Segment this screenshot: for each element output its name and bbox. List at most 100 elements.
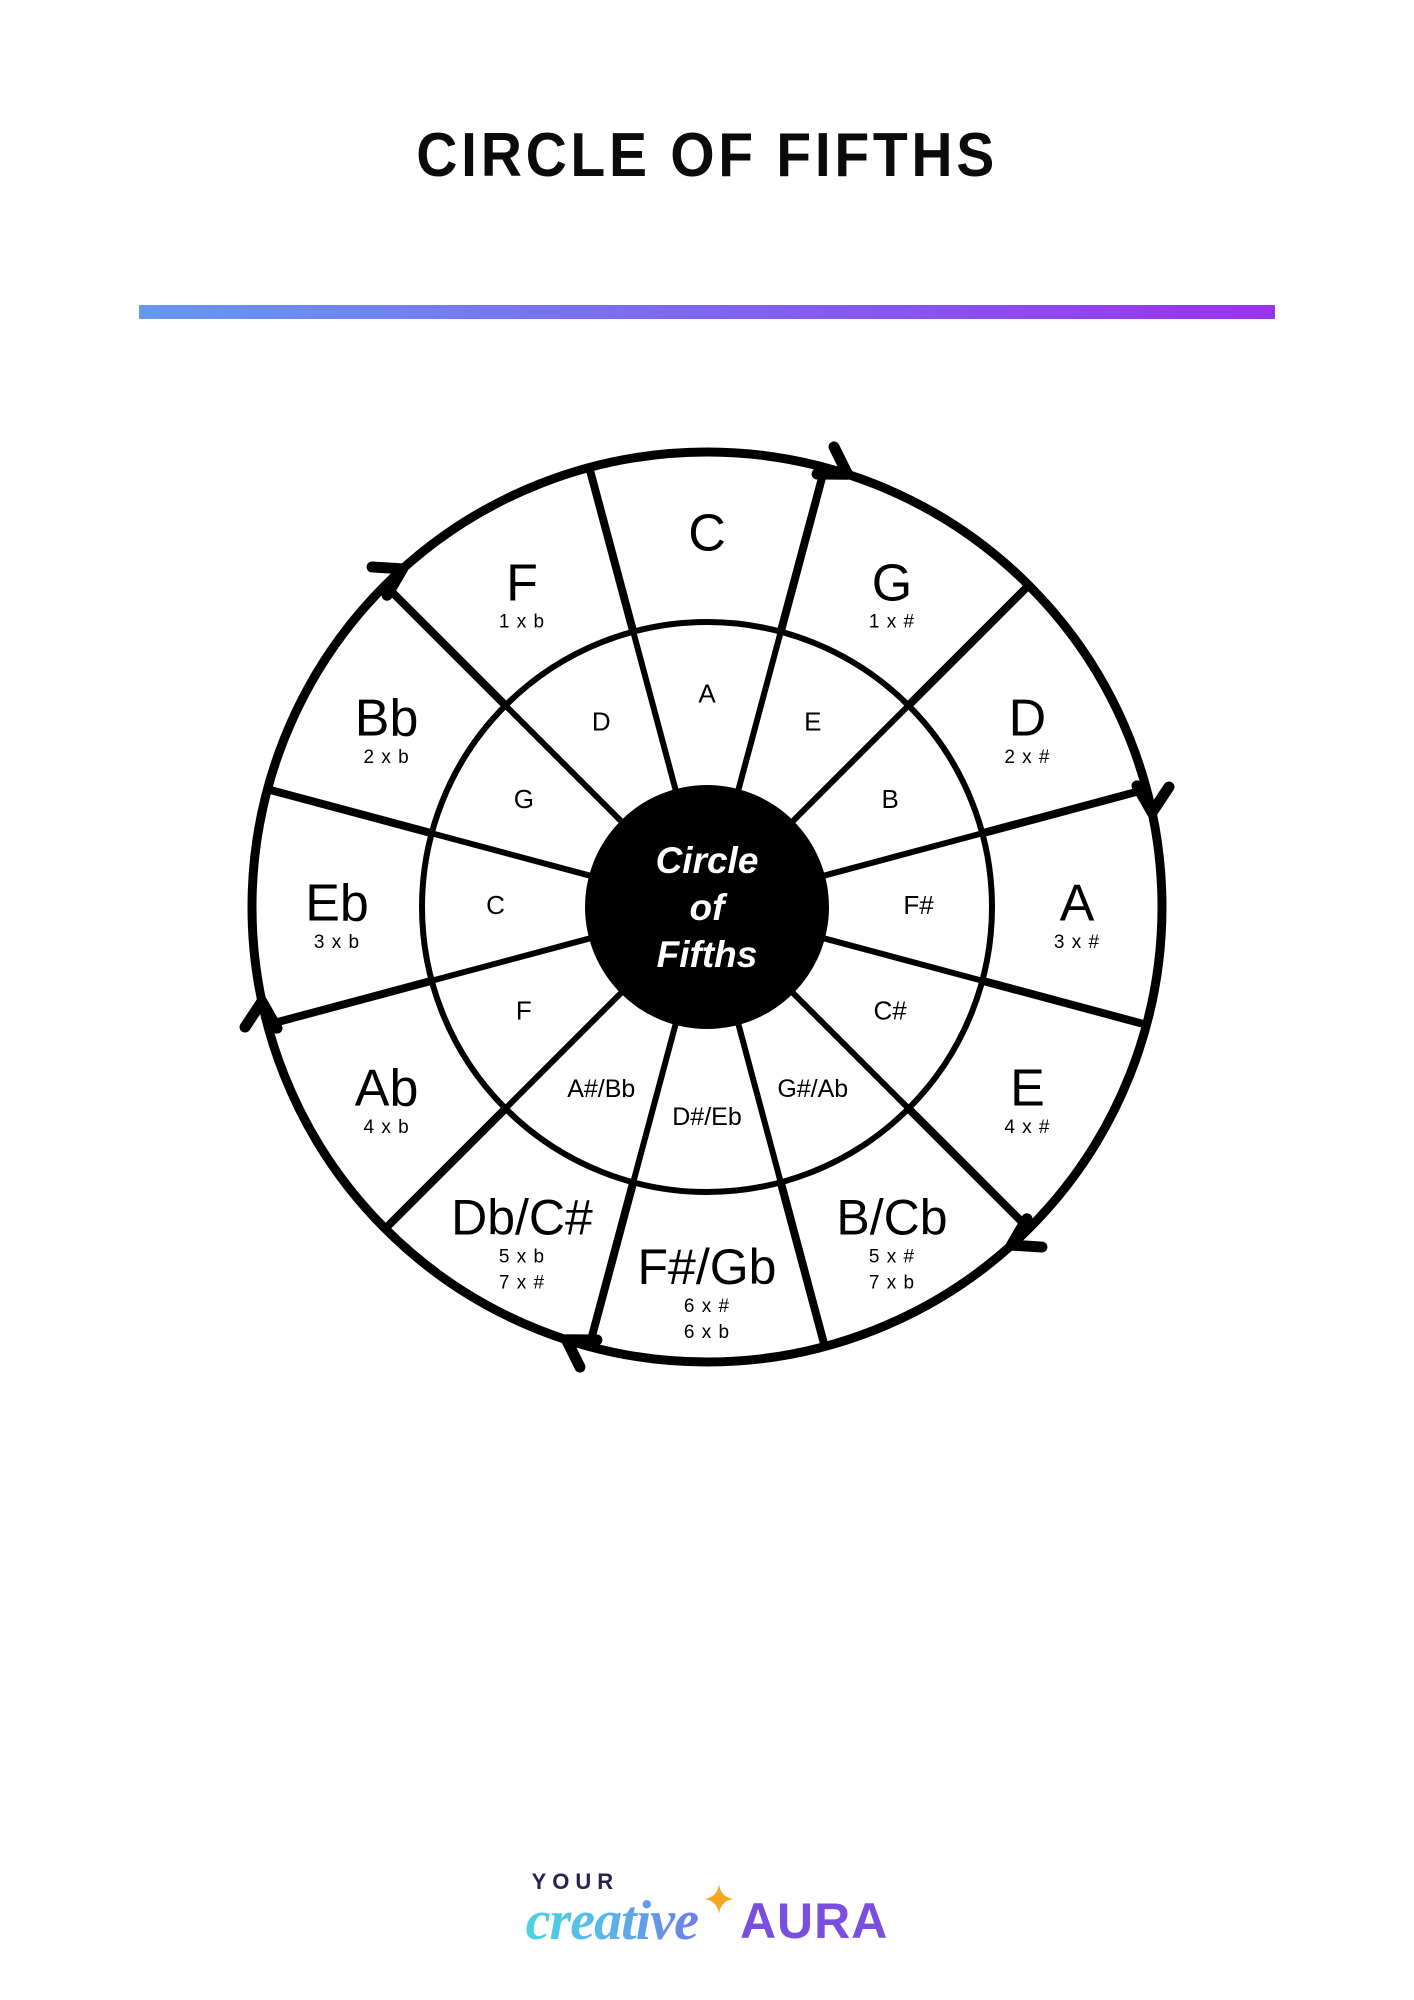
outer-ring-circle [247, 447, 1167, 1367]
center-hub: Circle of Fifths [585, 784, 829, 1029]
inner-note-label: G#/Ab [777, 1074, 848, 1102]
outer-ring-divider [776, 463, 829, 636]
center-line-3: Fifths [657, 933, 758, 974]
inner-note-label: A#/Bb [567, 1074, 635, 1102]
inner-note-label: G [514, 784, 534, 814]
outer-ring-divider [904, 580, 1033, 710]
inner-note-label: C [486, 889, 505, 919]
outer-ring-divider [263, 976, 436, 1029]
outer-accidental-count: 6 x b [684, 1322, 730, 1343]
outer-ring-item: Bb2 x b [355, 689, 419, 767]
outer-ring-divider [978, 976, 1151, 1029]
outer-note-label: A [1060, 874, 1095, 932]
outer-accidental-count: 5 x b [499, 1246, 545, 1267]
center-line-2: of [690, 886, 729, 927]
outer-accidental-count: 1 x # [869, 611, 915, 632]
footer: YOUR creative AURA [0, 1868, 1414, 1952]
outer-ring-item: G1 x # [869, 554, 915, 632]
outer-accidental-count: 7 x # [499, 1272, 545, 1293]
outer-accidental-count: 5 x # [869, 1246, 915, 1267]
outer-note-label: Db/C# [451, 1189, 593, 1245]
inner-note-label: C# [874, 995, 908, 1025]
center-disc [585, 784, 829, 1029]
outer-ring-divider [904, 1104, 1033, 1233]
logo-aura-text: AURA [739, 1893, 889, 1949]
outer-accidental-count: 3 x # [1054, 932, 1100, 953]
direction-arrow-icon [1131, 779, 1175, 818]
outer-ring-item: Eb3 x b [305, 874, 369, 952]
outer-ring-item: F1 x b [499, 554, 545, 632]
inner-ring-divider [790, 989, 912, 1112]
inner-note-label: D [592, 706, 611, 736]
outer-ring-item: B/Cb5 x #7 x b [836, 1189, 947, 1293]
logo-creative-text: creative [525, 1889, 699, 1952]
outer-accidental-count: 4 x # [1004, 1117, 1050, 1138]
outer-note-label: C [688, 504, 726, 562]
page-title: CIRCLE OF FIFTHS [416, 121, 998, 190]
inner-ring-circle [419, 618, 995, 1195]
logo-your-text: YOUR [531, 1868, 620, 1894]
inner-ring-divider [821, 935, 986, 984]
outer-accidental-count: 2 x b [363, 747, 409, 768]
gradient-divider [139, 304, 1275, 319]
outer-note-label: Eb [305, 874, 369, 932]
direction-arrow-icon [560, 1333, 603, 1373]
brand-logo: YOUR creative AURA [525, 1868, 889, 1952]
outer-accidental-count: 7 x b [869, 1272, 915, 1293]
outer-ring-divider [263, 784, 436, 837]
inner-note-label: A [698, 678, 716, 708]
outer-note-label: D [1009, 689, 1047, 747]
direction-arrow-icon [239, 995, 283, 1034]
inner-ring-divider [428, 935, 593, 984]
outer-ring-divider [381, 1104, 510, 1233]
direction-arrow-icon [1005, 1212, 1048, 1253]
outer-accidental-count: 2 x # [1004, 747, 1050, 768]
outer-ring-divider [585, 1177, 638, 1351]
inner-ring-divider [502, 989, 624, 1112]
inner-note-label: F# [903, 889, 934, 919]
wheel-svg: CG1 x #D2 x #A3 x #E4 x #B/Cb5 x #7 x bF… [239, 440, 1175, 1373]
outer-ring-divider [978, 784, 1151, 837]
inner-ring-divider [790, 702, 912, 824]
outer-note-label: Ab [355, 1059, 419, 1117]
outer-ring-item: A3 x # [1054, 874, 1100, 953]
inner-ring-divider [630, 628, 679, 792]
outer-accidental-count: 1 x b [499, 611, 545, 632]
outer-ring-item: Ab4 x b [355, 1059, 419, 1137]
outer-ring-labels: CG1 x #D2 x #A3 x #E4 x #B/Cb5 x #7 x bF… [305, 504, 1100, 1343]
outer-note-label: G [872, 554, 912, 612]
inner-ring-divider [502, 702, 624, 824]
sparkle-icon [703, 1884, 734, 1914]
inner-ring-divider [735, 628, 784, 792]
outer-note-label: F [506, 554, 538, 612]
outer-ring-item: D2 x # [1004, 689, 1050, 768]
outer-ring-divider [585, 463, 638, 636]
outer-accidental-count: 3 x b [314, 932, 360, 953]
inner-note-label: D#/Eb [672, 1103, 741, 1131]
outer-note-label: F#/Gb [638, 1239, 777, 1295]
outer-note-label: Bb [355, 689, 419, 747]
inner-ring-divider [735, 1021, 784, 1185]
outer-ring-item: C [688, 504, 726, 562]
outer-accidental-count: 4 x b [363, 1117, 409, 1138]
direction-arrow-icon [366, 560, 409, 601]
outer-ring-item: E4 x # [1004, 1059, 1050, 1138]
inner-note-label: F [516, 995, 532, 1025]
outer-ring-item: F#/Gb6 x # 6 x b [638, 1239, 777, 1343]
outer-ring-item: Db/C#5 x b 7 x # [451, 1189, 593, 1293]
outer-note-label: E [1010, 1059, 1045, 1117]
outer-ring-divider [381, 580, 510, 710]
inner-ring-divider [428, 829, 593, 878]
wheel-geometry [247, 447, 1167, 1367]
inner-ring-divider [630, 1021, 679, 1185]
outer-accidental-count: 6 x # [684, 1296, 730, 1317]
inner-ring-divider [821, 829, 986, 878]
logo-wordmark-left: YOUR creative [525, 1868, 699, 1952]
center-line-1: Circle [656, 839, 759, 880]
inner-note-label: E [804, 706, 821, 736]
outer-ring-divider [776, 1177, 829, 1351]
divider-container [0, 304, 1414, 319]
